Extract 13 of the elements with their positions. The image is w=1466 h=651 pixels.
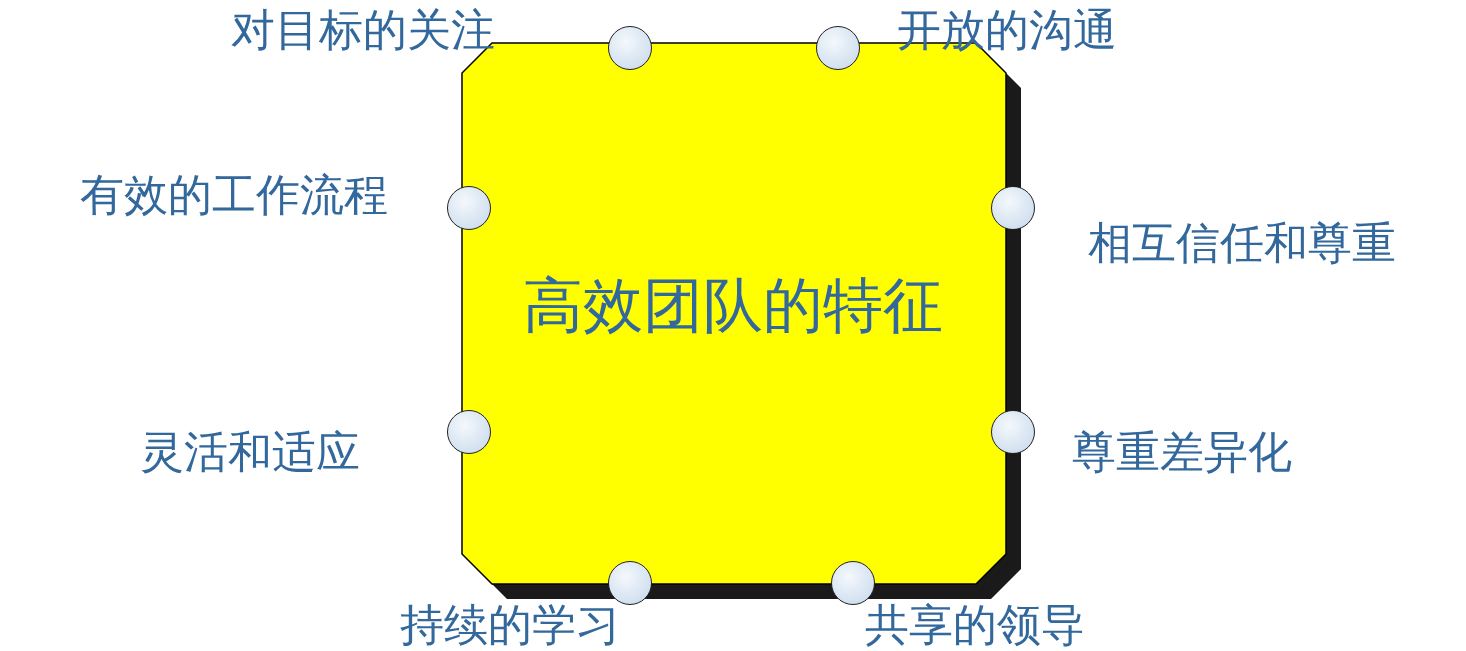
caption-text: 共享的领导: [865, 599, 1085, 651]
connector-dot: [447, 186, 491, 230]
caption-text: 尊重差异化: [1072, 426, 1292, 478]
connector-dot: [816, 26, 860, 70]
caption-text: 对目标的关注: [231, 4, 495, 56]
caption-text: 开放的沟通: [897, 4, 1117, 56]
title-text: 高效团队的特征: [522, 270, 944, 340]
connector-dot: [447, 410, 491, 454]
caption-text: 灵活和适应: [140, 426, 360, 478]
caption-text: 持续的学习: [400, 599, 620, 651]
connector-dot: [608, 26, 652, 70]
caption-text: 有效的工作流程: [80, 169, 388, 221]
caption-text: 相互信任和尊重: [1088, 217, 1396, 269]
